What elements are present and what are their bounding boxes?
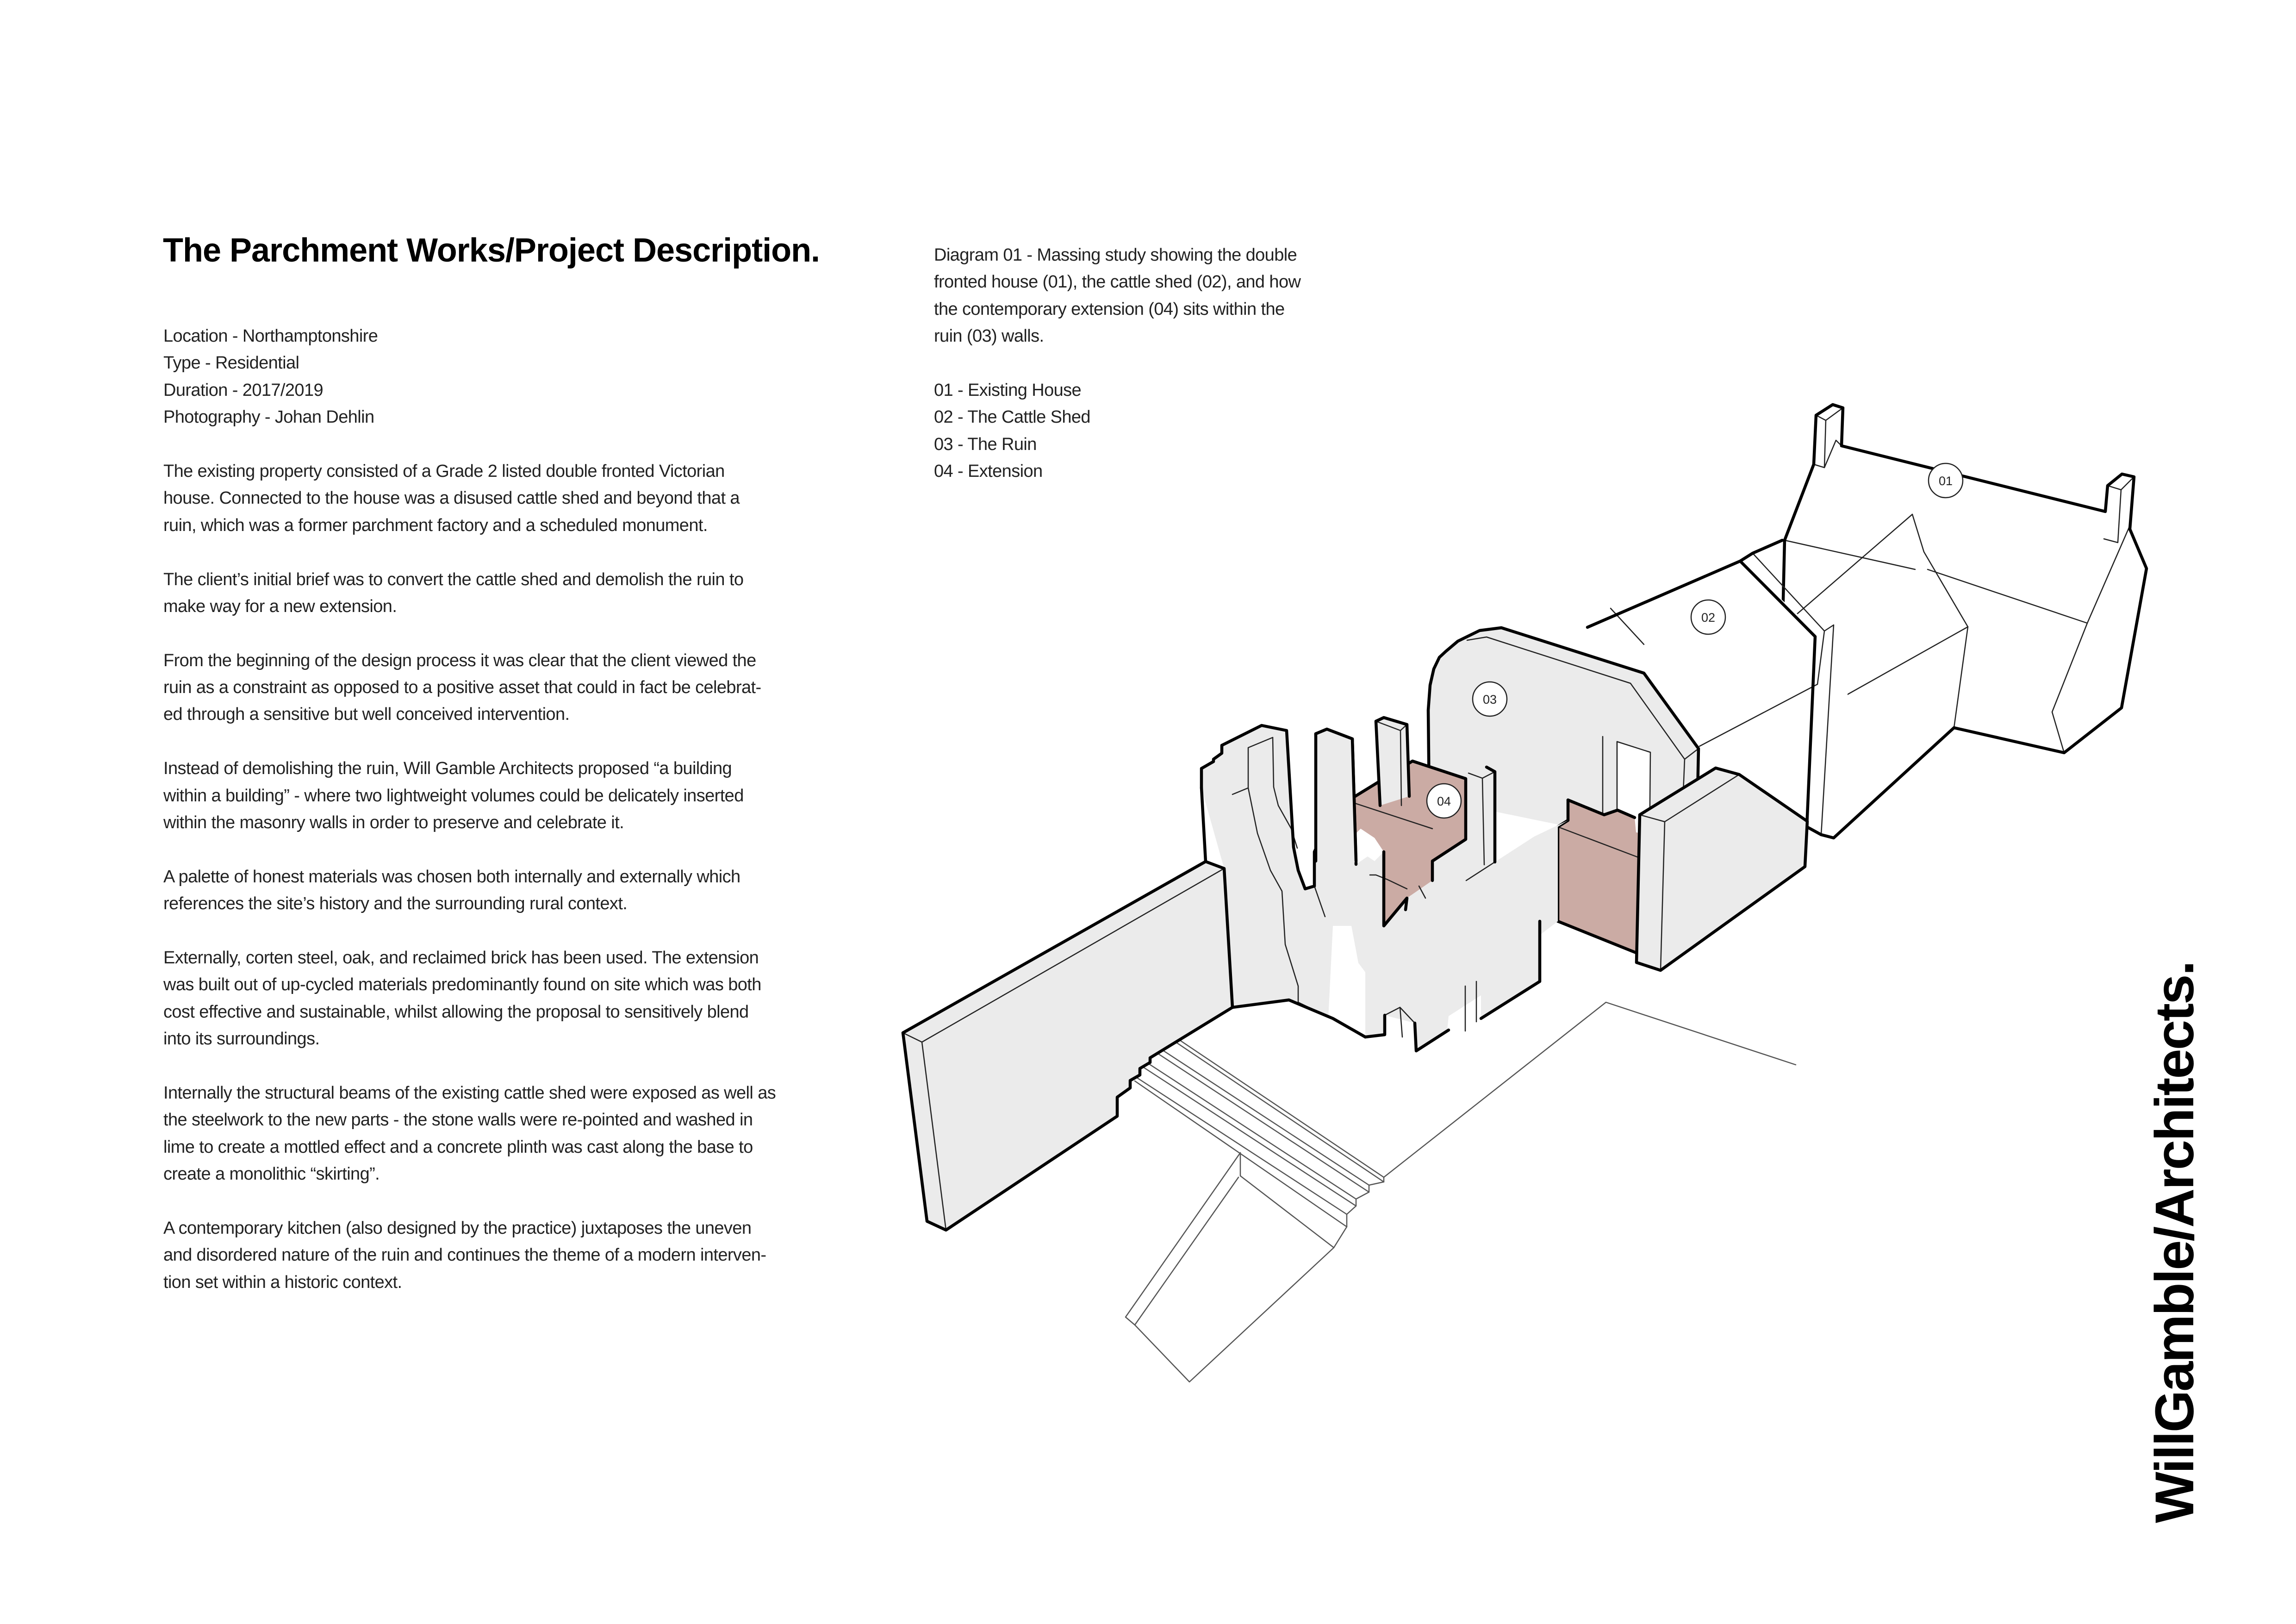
caption-line: the contemporary extension (04) sits wit… [934,299,1285,319]
paragraph-line: within the masonry walls in order to pre… [163,813,624,833]
paragraph-line: house. Connected to the house was a disu… [163,488,740,508]
paragraph-line: make way for a new extension. [163,596,397,616]
cattle-shed [1586,538,1956,840]
company-wordmark: WillGamble/Architects. [2144,962,2205,1523]
info-duration: Duration - 2017/2019 [163,380,324,400]
paragraph-line: references the site’s history and the su… [163,894,628,914]
info-photography: Photography - Johan Dehlin [163,407,374,427]
paragraph-line: ruin as a constraint as opposed to a pos… [163,678,761,698]
paragraph-line: Instead of demolishing the ruin, Will Ga… [163,759,732,779]
existing-house [1780,403,2148,755]
legend-item-ruin: 03 - The Ruin [934,434,1037,454]
paragraph: The existing property consisted of a Gra… [163,458,811,539]
paragraph: A contemporary kitchen (also designed by… [163,1215,811,1296]
diagram-legend: 01 - Existing House 02 - The Cattle Shed… [934,377,1350,485]
paragraph-line: create a monolithic “skirting”. [163,1164,380,1184]
diagram-caption: Diagram 01 - Massing study showing the d… [934,242,1350,485]
paragraph-line: into its surroundings. [163,1029,320,1049]
svg-text:03: 03 [1483,693,1497,706]
paragraph-line: The existing property consisted of a Gra… [163,461,725,481]
project-info: Location - Northamptonshire Type - Resid… [163,323,811,431]
project-description: Location - Northamptonshire Type - Resid… [163,323,811,1296]
paragraph: From the beginning of the design process… [163,647,811,728]
caption-line: fronted house (01), the cattle shed (02)… [934,272,1301,292]
info-type: Type - Residential [163,353,299,373]
info-location: Location - Northamptonshire [163,326,378,346]
paragraph: A palette of honest materials was chosen… [163,863,811,918]
legend-item-existing-house: 01 - Existing House [934,380,1082,400]
marker-03: 03 [1472,681,1508,717]
paragraph-line: ruin, which was a former parchment facto… [163,515,708,535]
paragraph-line: tion set within a historic context. [163,1272,402,1292]
paragraph: Instead of demolishing the ruin, Will Ga… [163,755,811,836]
paragraph: Externally, corten steel, oak, and recla… [163,944,811,1053]
paragraph-line: The client’s initial brief was to conver… [163,569,744,589]
paragraph-line: ed through a sensitive but well conceive… [163,705,570,725]
paragraph-line: A palette of honest materials was chosen… [163,867,740,887]
legend-item-cattle-shed: 02 - The Cattle Shed [934,407,1091,427]
marker-02: 02 [1690,599,1726,635]
paragraph-line: and disordered nature of the ruin and co… [163,1245,766,1265]
svg-text:04: 04 [1437,794,1451,808]
paragraph-line: within a building” - where two lightweig… [163,786,744,806]
marker-01: 01 [1928,462,1964,499]
svg-text:01: 01 [1939,474,1953,488]
paragraph-line: From the beginning of the design process… [163,650,756,670]
caption-line: ruin (03) walls. [934,326,1044,346]
ruin-walls [901,716,1809,1232]
paragraph-line: A contemporary kitchen (also designed by… [163,1218,752,1238]
legend-item-extension: 04 - Extension [934,462,1043,481]
caption-line: Diagram 01 - Massing study showing the d… [934,245,1297,265]
ground-lines [1125,1001,1797,1383]
paragraph-line: lime to create a mottled effect and a co… [163,1137,753,1157]
marker-04: 04 [1426,783,1462,819]
page-title: The Parchment Works/Project Description. [163,232,820,269]
paragraph-line: cost effective and sustainable, whilst a… [163,1002,749,1022]
paragraph: Internally the structural beams of the e… [163,1080,811,1188]
svg-text:02: 02 [1701,611,1715,625]
paragraph-line: the steelwork to the new parts - the sto… [163,1110,753,1130]
paragraph-line: Externally, corten steel, oak, and recla… [163,948,759,968]
paragraph-line: Internally the structural beams of the e… [163,1083,776,1103]
paragraph-line: was built out of up-cycled materials pre… [163,975,761,995]
paragraph: The client’s initial brief was to conver… [163,566,811,620]
